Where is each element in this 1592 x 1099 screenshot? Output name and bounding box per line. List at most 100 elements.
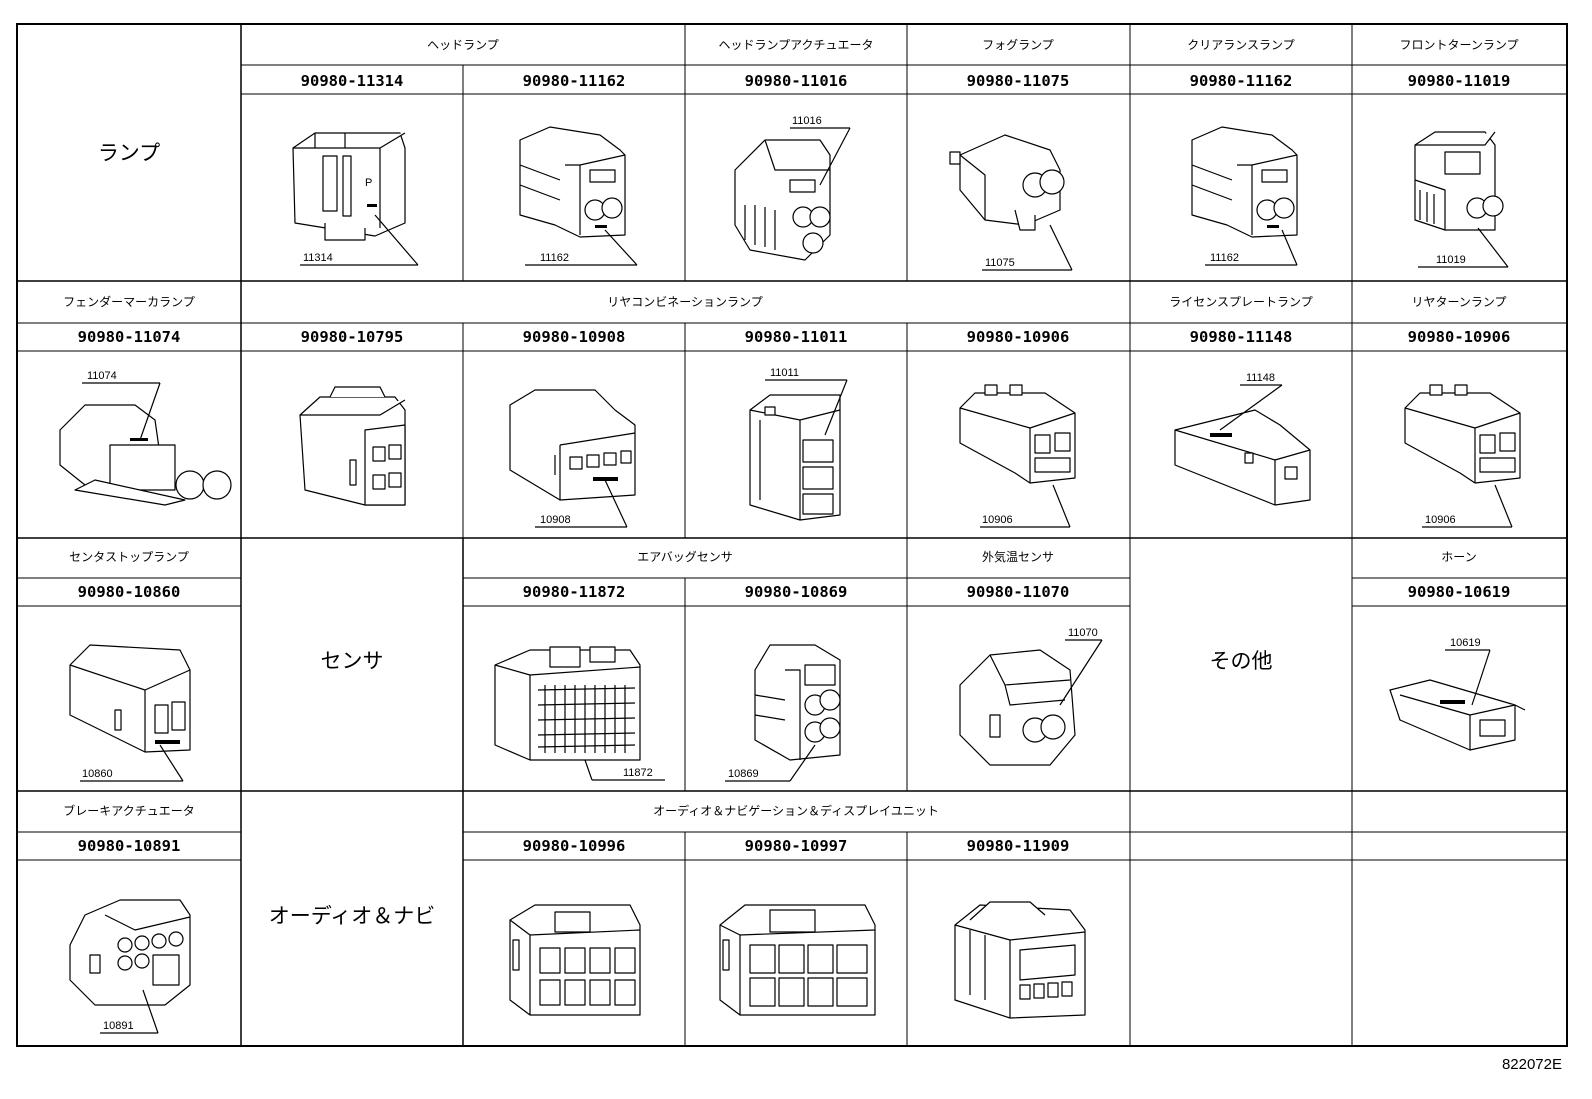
group-header: ヘッドランプアクチュエータ: [718, 38, 873, 52]
part-number: 90980-11162: [523, 72, 626, 90]
connector-drawing: [494, 646, 641, 761]
connector-label: 11162: [1210, 252, 1239, 264]
part-number: 90980-10908: [523, 328, 626, 346]
label-leader: [100, 989, 159, 1034]
group-header: クリアランスランプ: [1187, 38, 1294, 52]
connector-drawing: [1414, 131, 1504, 231]
label-leader: [1059, 639, 1103, 706]
connector-label: 11070: [1068, 627, 1098, 639]
part-number: 90980-11070: [967, 583, 1070, 601]
connector-drawing: [299, 386, 406, 506]
group-header: フロントターンランプ: [1399, 38, 1518, 52]
group-header: フォグランプ: [982, 38, 1054, 52]
group-header: センタストップランプ: [69, 550, 189, 564]
label-leader: [725, 744, 816, 782]
connector-label: 10906: [982, 514, 1013, 526]
label-leader: [80, 744, 184, 782]
connector-drawing: [949, 134, 1065, 231]
part-number: 90980-10891: [78, 837, 181, 855]
connector-drawing: [69, 899, 191, 1006]
part-number: 90980-11074: [78, 328, 181, 346]
connector-label: 10619: [1450, 637, 1481, 649]
label-leader: [790, 127, 851, 186]
part-number: 90980-11162: [1190, 72, 1293, 90]
connector-label: 10906: [1425, 514, 1456, 526]
part-number: 90980-10997: [745, 837, 848, 855]
part-number: 90980-10906: [1408, 328, 1511, 346]
connector-drawing: [719, 904, 876, 1016]
group-header: ヘッドランプ: [427, 38, 499, 52]
label-leader: [1219, 384, 1283, 431]
connector-drawing: [959, 649, 1076, 766]
connector-label: 10891: [103, 1020, 134, 1032]
category-audio-navi: オーディオ＆ナビ: [269, 904, 436, 928]
connector-drawing: [519, 126, 626, 238]
label-leader: [1205, 229, 1298, 266]
connector-label: 11019: [1436, 254, 1466, 266]
connector-label: 11872: [623, 767, 653, 779]
group-header: エアバッグセンサ: [637, 550, 733, 564]
group-header: リヤターンランプ: [1411, 295, 1506, 309]
category-sensor: センサ: [321, 649, 384, 673]
connector-drawing: [59, 404, 232, 506]
connector-drawing: [954, 901, 1086, 1019]
part-number: 90980-10619: [1408, 583, 1511, 601]
connector-label: 10869: [728, 768, 759, 780]
group-header: オーディオ＆ナビゲーション＆ディスプレイユニット: [653, 803, 939, 818]
category-other: その他: [1210, 649, 1273, 673]
part-number: 90980-10795: [301, 328, 404, 346]
connector-drawing: [749, 394, 841, 521]
part-number: 90980-11019: [1408, 72, 1511, 90]
label-leader: [765, 379, 848, 436]
part-number: 90980-11011: [745, 328, 848, 346]
group-header: フェンダーマーカランプ: [63, 294, 195, 309]
connector-label: 10908: [540, 514, 571, 526]
part-number: 90980-11148: [1190, 328, 1293, 346]
label-leader: [584, 759, 665, 781]
connector-label: 11011: [770, 367, 799, 379]
connector-label: 11074: [87, 370, 117, 382]
connector-drawing: [509, 904, 641, 1016]
connector-drawing: [1174, 409, 1311, 506]
connector-drawing: P: [292, 132, 406, 241]
connector-drawing: [734, 139, 831, 261]
group-header: リヤコンビネーションランプ: [607, 295, 762, 309]
connector-label: 11075: [985, 257, 1015, 269]
figure-id: 822072E: [1501, 1056, 1562, 1073]
label-leader: [525, 229, 638, 266]
label-leader: [1418, 227, 1509, 268]
part-number: 90980-10906: [967, 328, 1070, 346]
part-number: 90980-10860: [78, 583, 181, 601]
label-leader: [82, 382, 161, 441]
part-number: 90980-10869: [745, 583, 848, 601]
group-header: 外気温センサ: [982, 549, 1054, 564]
label-leader: [535, 479, 628, 528]
connector-label: 11148: [1246, 372, 1275, 384]
svg-text:P: P: [365, 177, 372, 189]
part-number: 90980-10996: [523, 837, 626, 855]
part-number: 90980-11075: [967, 72, 1070, 90]
connector-label: 11016: [792, 115, 822, 127]
connector-drawing: [1404, 384, 1521, 484]
group-header: ライセンスプレートランプ: [1169, 295, 1312, 309]
group-header: ホーン: [1441, 550, 1476, 564]
label-leader: [1445, 649, 1491, 706]
table-grid: [16, 23, 1568, 1047]
part-number: 90980-11872: [523, 583, 626, 601]
label-leader: [982, 224, 1073, 271]
connector-drawing: [1389, 679, 1526, 751]
connector-drawing: [69, 644, 191, 753]
part-number: 90980-11909: [967, 837, 1070, 855]
part-number: 90980-11314: [301, 72, 404, 90]
label-leader: [980, 484, 1071, 528]
connector-label: 10860: [82, 768, 113, 780]
connector-drawing: [754, 644, 841, 761]
category-lamp: ランプ: [98, 141, 160, 165]
connector-drawing: [1191, 126, 1298, 238]
connector-label: 11162: [540, 252, 569, 264]
connector-drawing: [959, 384, 1076, 484]
connector-label: 11314: [303, 252, 333, 264]
label-leader: [300, 214, 419, 266]
label-leader: [1422, 484, 1513, 528]
